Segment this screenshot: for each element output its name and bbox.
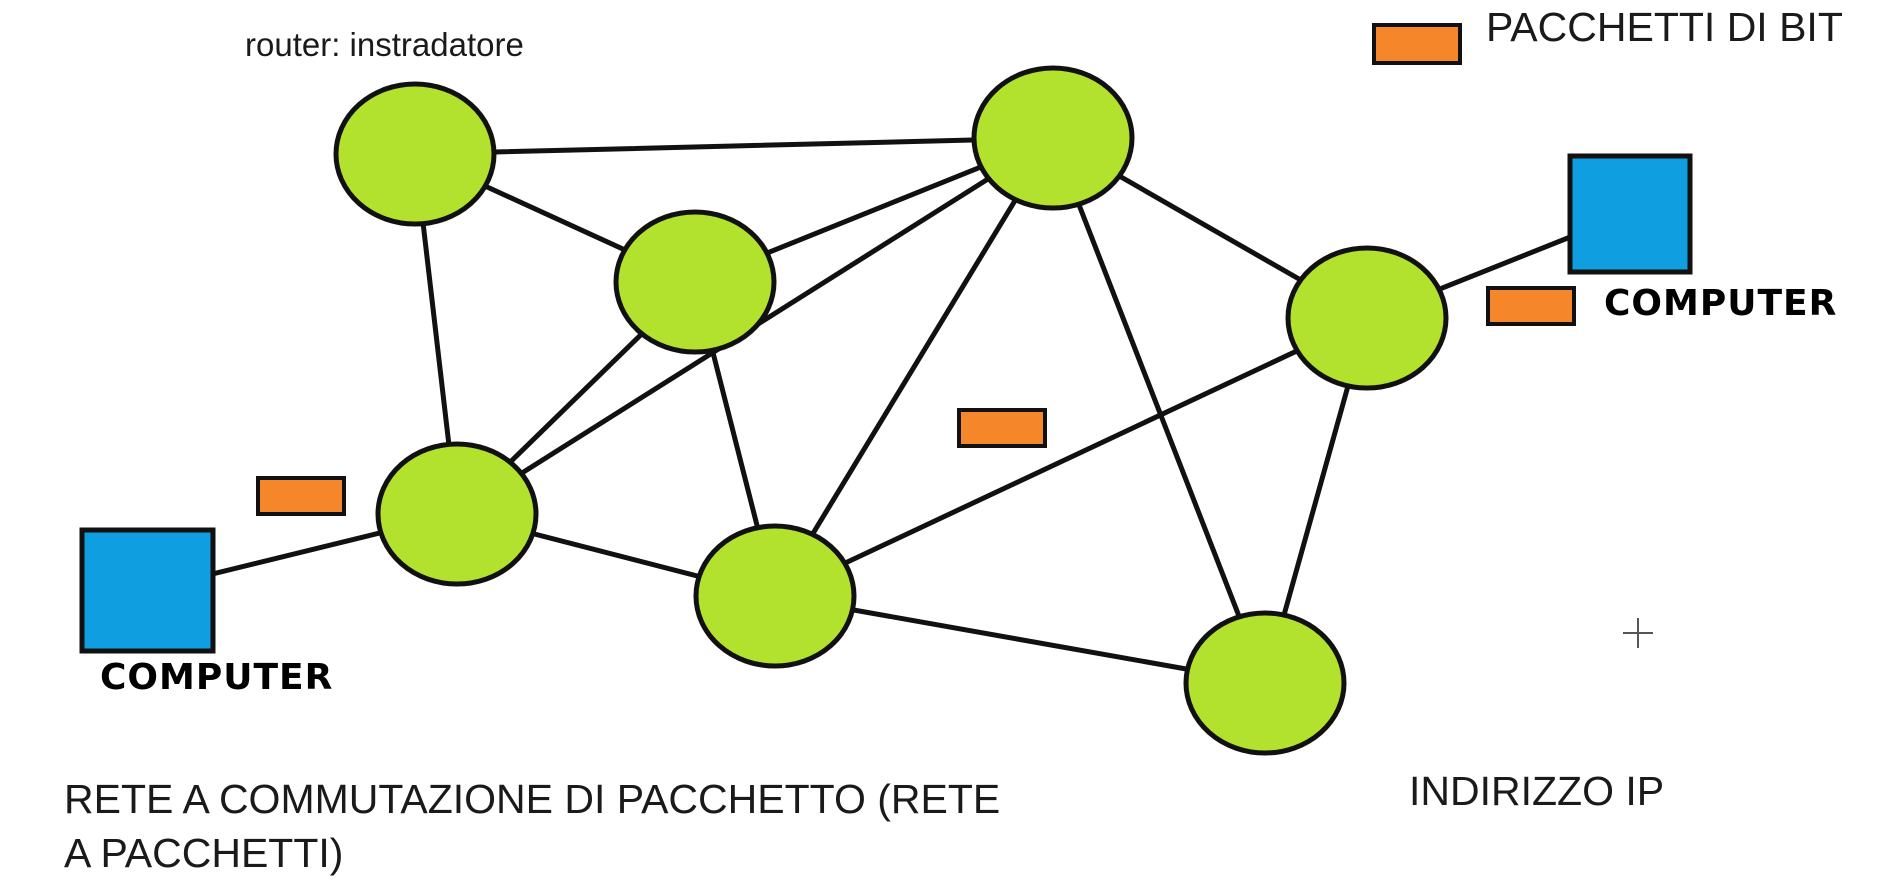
router-node-1	[333, 81, 497, 227]
router-node-2	[971, 65, 1135, 211]
packet-legend	[1372, 23, 1462, 65]
packet-center	[957, 408, 1047, 448]
packet-near-right-computer	[1486, 286, 1576, 326]
link-r1-r2	[412, 135, 1056, 157]
computers	[79, 153, 1693, 654]
ip-address-label: INDIRIZZO IP	[1409, 768, 1665, 814]
router-node-5	[693, 523, 857, 669]
link-r2-r5	[772, 135, 1056, 599]
packet-legend-label: PACCHETTI DI BIT	[1486, 4, 1843, 50]
network-caption: RETE A COMMUTAZIONE DI PACCHETTO (RETE A…	[64, 772, 1000, 880]
network-caption-line-1: RETE A COMMUTAZIONE DI PACCHETTO (RETE	[64, 776, 1001, 822]
computer-left-box	[79, 527, 216, 654]
packets	[256, 23, 1576, 516]
link-r5-r6	[772, 315, 1370, 599]
computer-left-label: COMPUTER	[100, 657, 334, 698]
routers	[333, 65, 1449, 756]
link-r5-r7	[772, 593, 1268, 686]
packet-near-left-computer	[256, 476, 346, 516]
router-label: router: instradatore	[245, 26, 524, 63]
computer-right-box	[1567, 153, 1693, 275]
router-node-4	[375, 441, 539, 587]
crosshair-cursor-icon	[1623, 618, 1653, 648]
network-caption-line-2: A PACCHETTI)	[64, 830, 344, 876]
router-node-7	[1183, 610, 1347, 756]
link-r2-r7	[1050, 135, 1268, 686]
router-node-6	[1285, 245, 1449, 391]
router-node-3	[613, 209, 777, 355]
network-links	[144, 135, 1631, 686]
computer-right-label: COMPUTER	[1604, 283, 1838, 324]
